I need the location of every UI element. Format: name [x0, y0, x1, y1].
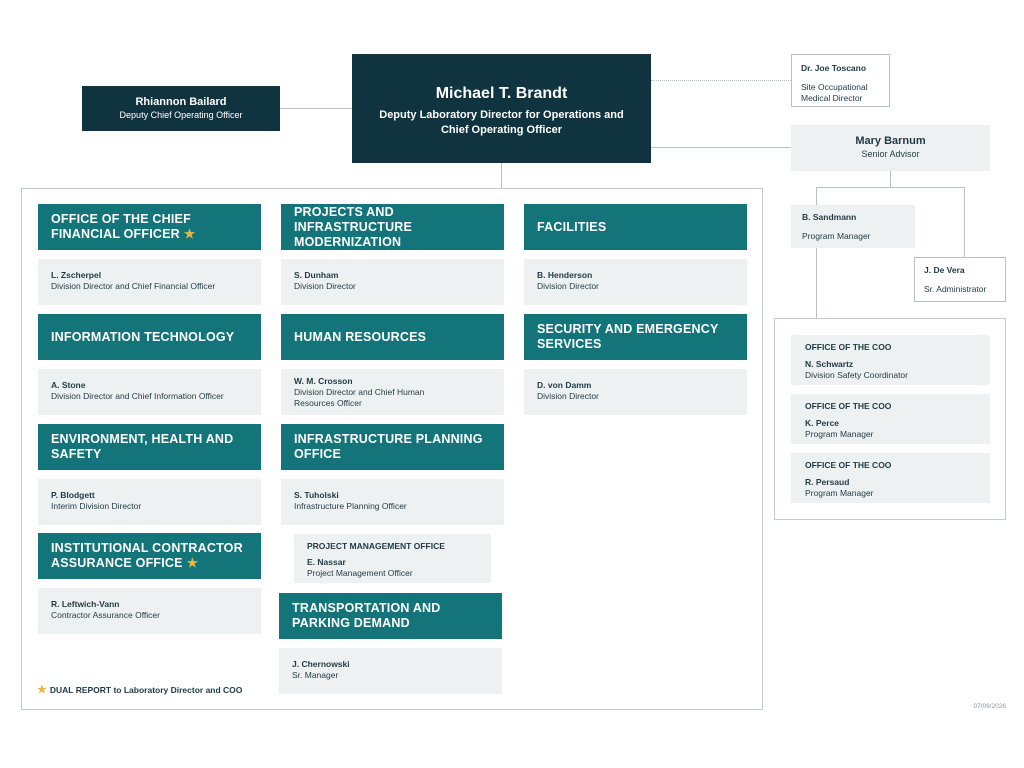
division-label: FACILITIES	[537, 219, 607, 234]
devera-title: Sr. Administrator	[924, 284, 987, 294]
sandmann-box[interactable]: B. Sandmann Program Manager	[791, 205, 915, 248]
person-title: Sr. Manager	[292, 670, 339, 680]
person-name: J. Chernowski	[292, 659, 350, 669]
person-title: Division Director and Chief Human Resour…	[294, 387, 425, 408]
division-label: PROJECTS AND INFRASTRUCTURE MODERNIZATIO…	[294, 204, 413, 249]
division-pim-header[interactable]: PROJECTS AND INFRASTRUCTURE MODERNIZATIO…	[281, 204, 504, 250]
coo-office-header: OFFICE OF THE COO	[805, 342, 892, 352]
coo-office-name: K. Perce	[805, 418, 840, 428]
person-name: S. Dunham	[294, 270, 339, 280]
legend: ★DUAL REPORT to Laboratory Director and …	[37, 684, 242, 696]
medical-director-title: Site Occupational Medical Director	[801, 82, 868, 103]
connector-coo-office	[816, 248, 817, 319]
division-ipo-card[interactable]: S. Tuholski Infrastructure Planning Offi…	[281, 479, 504, 525]
division-label: INSTITUTIONAL CONTRACTOR ASSURANCE OFFIC…	[51, 541, 243, 570]
devera-name: J. De Vera	[924, 265, 965, 275]
person-title: Division Director	[537, 391, 599, 401]
division-ehs-card[interactable]: P. Blodgett Interim Division Director	[38, 479, 261, 525]
division-cfo-card[interactable]: L. Zscherpel Division Director and Chief…	[38, 259, 261, 305]
division-tpd-header[interactable]: TRANSPORTATION AND PARKING DEMAND	[279, 593, 502, 639]
advisor-box[interactable]: Mary Barnum Senior Advisor	[791, 125, 990, 171]
sandmann-title: Program Manager	[802, 231, 871, 241]
person-name: B. Henderson	[537, 270, 593, 280]
advisor-title: Senior Advisor	[861, 149, 920, 159]
division-hr-card[interactable]: W. M. Crosson Division Director and Chie…	[281, 369, 504, 415]
person-name: E. Nassar	[307, 557, 346, 567]
top-executive-name: Michael T. Brandt	[435, 85, 568, 102]
date-stamp: 07/09/2026	[973, 703, 1006, 710]
person-title: Infrastructure Planning Officer	[294, 501, 407, 511]
top-executive-title: Deputy Laboratory Director for Operation…	[379, 109, 624, 136]
division-fac-card[interactable]: B. Henderson Division Director	[524, 259, 747, 305]
coo-office-name: R. Persaud	[805, 477, 850, 487]
connector-medical	[651, 80, 791, 81]
division-ehs-header[interactable]: ENVIRONMENT, HEALTH AND SAFETY	[38, 424, 261, 470]
deputy-box[interactable]: Rhiannon Bailard Deputy Chief Operating …	[82, 86, 280, 131]
top-executive-box[interactable]: Michael T. Brandt Deputy Laboratory Dire…	[352, 54, 651, 163]
person-name: L. Zscherpel	[51, 270, 102, 280]
connector-top-down	[501, 163, 502, 189]
coo-office-header: OFFICE OF THE COO	[805, 460, 892, 470]
division-cfo-header[interactable]: OFFICE OF THE CHIEF FINANCIAL OFFICER★	[38, 204, 261, 250]
division-label: HUMAN RESOURCES	[294, 329, 427, 344]
person-title: Contractor Assurance Officer	[51, 610, 160, 620]
devera-box[interactable]: J. De Vera Sr. Administrator	[914, 257, 1006, 302]
coo-office-header: OFFICE OF THE COO	[805, 401, 892, 411]
division-ses-header[interactable]: SECURITY AND EMERGENCY SERVICES	[524, 314, 747, 360]
legend-text: DUAL REPORT to Laboratory Director and C…	[49, 685, 243, 695]
deputy-name: Rhiannon Bailard	[135, 96, 227, 108]
person-name: W. M. Crosson	[294, 376, 353, 386]
connector-devera	[964, 187, 965, 257]
coo-office-title: Program Manager	[805, 429, 874, 439]
person-title: Interim Division Director	[51, 501, 142, 511]
division-pmo-card[interactable]: PROJECT MANAGEMENT OFFICE E. Nassar Proj…	[294, 534, 491, 583]
medical-director-box[interactable]: Dr. Joe Toscano Site Occupational Medica…	[791, 54, 890, 107]
division-icao-card[interactable]: R. Leftwich-Vann Contractor Assurance Of…	[38, 588, 261, 634]
person-name: R. Leftwich-Vann	[51, 599, 120, 609]
division-label: OFFICE OF THE CHIEF FINANCIAL OFFICER★	[51, 212, 196, 241]
coo-office-title: Division Safety Coordinator	[805, 370, 908, 380]
pmo-header: PROJECT MANAGEMENT OFFICE	[307, 541, 445, 551]
star-icon: ★	[186, 556, 199, 570]
medical-director-name: Dr. Joe Toscano	[801, 63, 867, 73]
coo-office-card[interactable]: OFFICE OF THE COO N. Schwartz Division S…	[791, 335, 990, 385]
coo-office-title: Program Manager	[805, 488, 874, 498]
connector-advisor	[651, 147, 792, 148]
division-label: ENVIRONMENT, HEALTH AND SAFETY	[51, 432, 234, 461]
coo-office-name: N. Schwartz	[805, 359, 854, 369]
coo-office-card[interactable]: OFFICE OF THE COO R. Persaud Program Man…	[791, 453, 990, 503]
person-name: D. von Damm	[537, 380, 592, 390]
person-name: A. Stone	[51, 380, 86, 390]
person-name: S. Tuholski	[294, 490, 339, 500]
connector-sandmann	[816, 187, 817, 205]
coo-office-card[interactable]: OFFICE OF THE COO K. Perce Program Manag…	[791, 394, 990, 444]
division-label: INFRASTRUCTURE PLANNING OFFICE	[294, 432, 483, 461]
division-fac-header[interactable]: FACILITIES	[524, 204, 747, 250]
person-name: P. Blodgett	[51, 490, 95, 500]
connector-advisor-down	[890, 171, 891, 187]
division-ses-card[interactable]: D. von Damm Division Director	[524, 369, 747, 415]
division-it-header[interactable]: INFORMATION TECHNOLOGY	[38, 314, 261, 360]
person-title: Division Director and Chief Information …	[51, 391, 224, 401]
person-title: Division Director	[294, 281, 356, 291]
connector-deputy	[280, 108, 352, 109]
division-label: SECURITY AND EMERGENCY SERVICES	[537, 322, 719, 351]
star-icon: ★	[183, 227, 196, 241]
division-hr-header[interactable]: HUMAN RESOURCES	[281, 314, 504, 360]
connector-advisor-branch	[816, 187, 965, 188]
division-label: TRANSPORTATION AND PARKING DEMAND	[292, 601, 441, 630]
division-icao-header[interactable]: INSTITUTIONAL CONTRACTOR ASSURANCE OFFIC…	[38, 533, 261, 579]
sandmann-name: B. Sandmann	[802, 212, 857, 222]
division-label: INFORMATION TECHNOLOGY	[51, 329, 235, 344]
star-icon: ★	[37, 684, 47, 696]
division-it-card[interactable]: A. Stone Division Director and Chief Inf…	[38, 369, 261, 415]
division-tpd-card[interactable]: J. Chernowski Sr. Manager	[279, 648, 502, 694]
division-pim-card[interactable]: S. Dunham Division Director	[281, 259, 504, 305]
person-title: Division Director and Chief Financial Of…	[51, 281, 216, 291]
deputy-title: Deputy Chief Operating Officer	[119, 110, 243, 120]
advisor-name: Mary Barnum	[855, 135, 926, 147]
person-title: Division Director	[537, 281, 599, 291]
division-ipo-header[interactable]: INFRASTRUCTURE PLANNING OFFICE	[281, 424, 504, 470]
person-title: Project Management Officer	[307, 568, 413, 578]
